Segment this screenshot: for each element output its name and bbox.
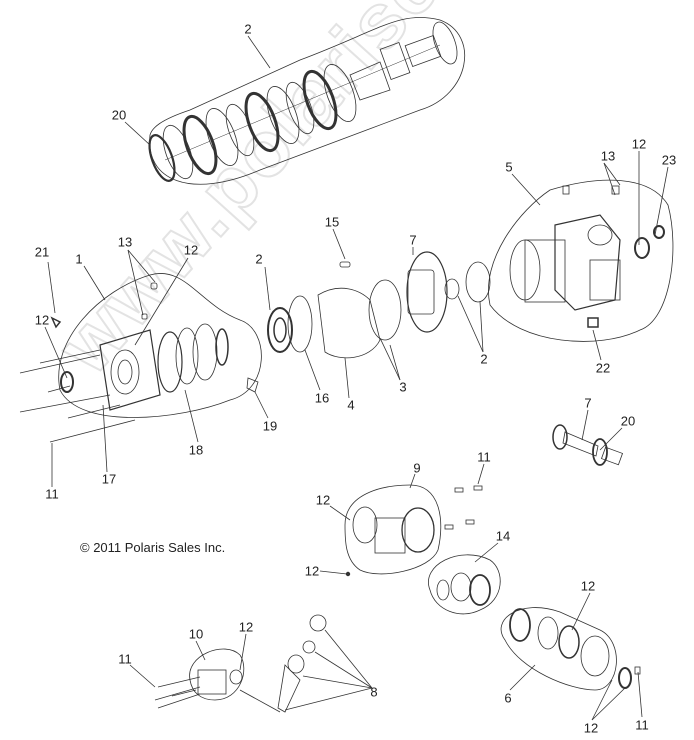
cover-assembly-outline xyxy=(500,607,617,691)
callout-label: 11 xyxy=(477,449,491,465)
callout-label: 6 xyxy=(504,690,512,706)
bolts-11 xyxy=(444,485,483,530)
callout-label: 4 xyxy=(347,397,355,413)
callout-label: 11 xyxy=(635,717,649,733)
callout-label: 13 xyxy=(117,234,133,250)
callout-label: 12 xyxy=(34,312,50,328)
callout-label: 12 xyxy=(304,563,320,579)
clutch-plates xyxy=(148,21,458,182)
callout-label: 5 xyxy=(505,159,513,175)
callout-label: 12 xyxy=(183,242,199,258)
callout-label: 10 xyxy=(188,626,204,642)
callout-label: 1 xyxy=(75,251,83,267)
callout-label: 2 xyxy=(255,251,263,267)
callout-label: 3 xyxy=(399,379,407,395)
callout-label: 11 xyxy=(118,651,132,667)
callout-label: 20 xyxy=(111,107,127,123)
callout-label: 18 xyxy=(188,442,204,458)
copyright-text: © 2011 Polaris Sales Inc. xyxy=(80,540,226,555)
left-housing-outline xyxy=(58,273,262,418)
callout-label: 21 xyxy=(34,244,50,260)
callout-label: 7 xyxy=(584,395,592,411)
callout-label: 23 xyxy=(661,152,677,168)
left-housing xyxy=(50,282,259,411)
callout-label: 12 xyxy=(238,619,254,635)
callout-label: 14 xyxy=(495,528,511,544)
center-diff xyxy=(267,251,491,359)
shift-parts xyxy=(239,614,327,713)
right-housing xyxy=(509,185,665,328)
callout-label: 12 xyxy=(315,492,331,508)
callout-label: 13 xyxy=(600,148,616,164)
callout-label: 22 xyxy=(595,360,611,376)
callout-label: 17 xyxy=(101,471,117,487)
callout-label: 19 xyxy=(262,418,278,434)
callout-label: 20 xyxy=(620,413,636,429)
right-housing-outline xyxy=(488,179,674,342)
actuator-outline xyxy=(189,648,245,701)
callout-label: 12 xyxy=(580,578,596,594)
callout-label: 9 xyxy=(413,460,421,476)
callout-label: 16 xyxy=(314,390,330,406)
callout-label: 7 xyxy=(409,232,417,248)
callout-label: 15 xyxy=(324,214,340,230)
clutch-pack-outline xyxy=(149,17,465,185)
callout-label: 2 xyxy=(480,351,488,367)
output-shaft xyxy=(552,424,624,466)
callout-label: 12 xyxy=(583,720,599,736)
callout-label: 11 xyxy=(45,486,59,502)
gear-case-outline xyxy=(344,484,442,575)
callout-label: 2 xyxy=(244,21,252,37)
seal-kit-outline xyxy=(428,554,501,615)
callout-label: 8 xyxy=(370,684,378,700)
callout-label: 12 xyxy=(631,136,647,152)
